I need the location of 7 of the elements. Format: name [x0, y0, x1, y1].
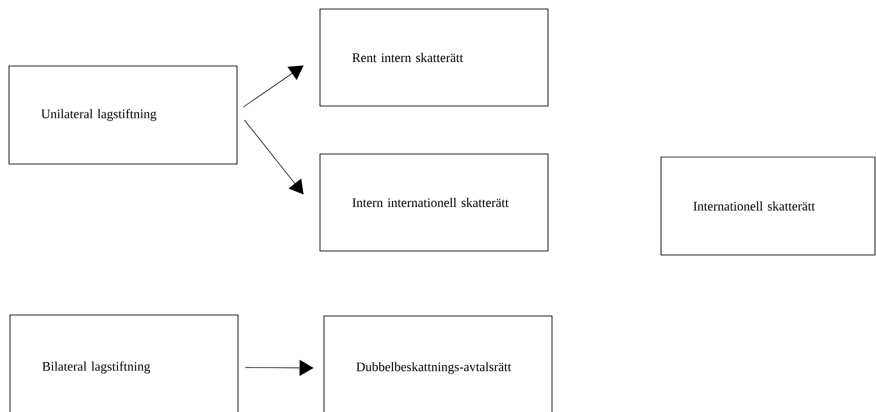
text-box: Bilateral lagstiftning	[10, 314, 238, 412]
text-box: Internationell skatterätt	[660, 156, 876, 256]
text-box: Dubbelbeskattnings-avtalsrätt	[324, 316, 552, 412]
text-box: Unilateral lagstiftning	[8, 66, 238, 164]
text-box: Intern internationell skatterätt	[320, 154, 548, 252]
arrow	[244, 120, 304, 194]
text-box: Rent intern skatterätt	[320, 8, 548, 106]
